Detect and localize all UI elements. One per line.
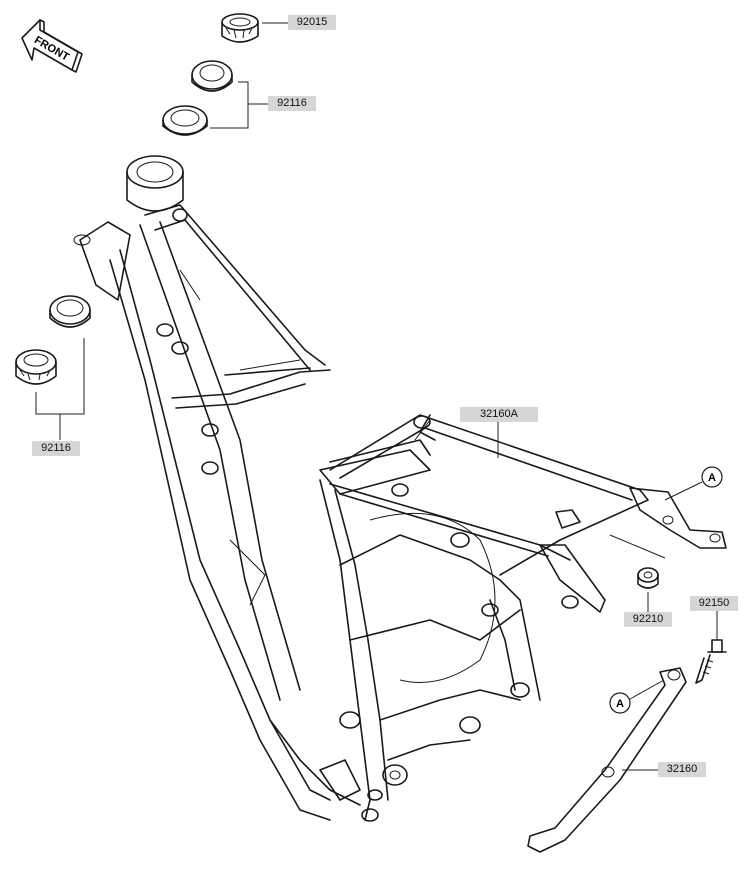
- part-label-upper-bearing: 92116: [268, 96, 316, 111]
- main-frame: [73, 155, 541, 822]
- bolt-part: [695, 639, 727, 684]
- part-label-bearing-nut: 92015: [288, 15, 336, 30]
- lower-bearing-part: [15, 295, 91, 385]
- connection-marker-a-upper: A: [701, 466, 723, 488]
- collar-part: [637, 567, 659, 589]
- part-label-bolt: 92150: [690, 596, 738, 611]
- bearing-nut-part: [221, 13, 259, 43]
- rear-frame-part: [329, 414, 727, 613]
- front-label: FRONT: [32, 34, 71, 63]
- part-label-collar: 92210: [624, 612, 672, 627]
- svg-text:A: A: [616, 698, 624, 710]
- part-label-rear-frame-stay: 32160: [658, 762, 706, 777]
- part-label-rear-frame: 32160A: [460, 407, 538, 422]
- svg-text:A: A: [708, 472, 716, 484]
- front-direction-marker: FRONT: [21, 19, 83, 73]
- part-label-lower-bearing: 92116: [32, 441, 80, 456]
- connection-marker-a-lower: A: [609, 692, 631, 714]
- upper-bearing-part: [162, 60, 233, 136]
- rear-frame-stay-part: [527, 667, 687, 853]
